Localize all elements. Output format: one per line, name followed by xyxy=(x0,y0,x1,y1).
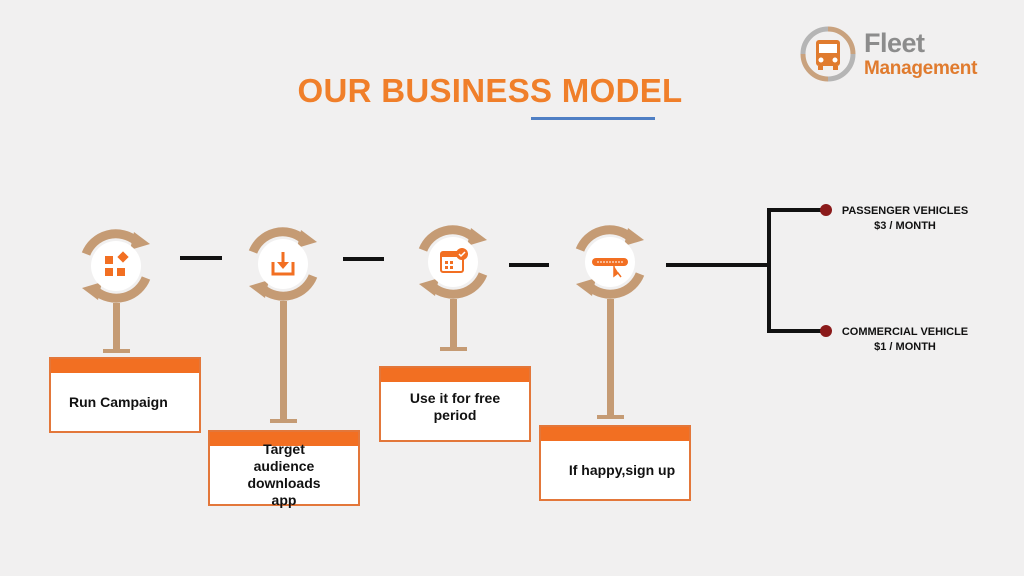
pricing-commercial: COMMERCIAL VEHICLE $1 / MONTH xyxy=(835,325,975,355)
step-4-label: If happy,sign up xyxy=(568,461,676,478)
step-1-card: Run Campaign xyxy=(49,357,201,433)
step-1-label: Run Campaign xyxy=(69,393,168,410)
pricing-branch xyxy=(666,204,832,337)
truck-cycle-icon xyxy=(800,26,856,82)
step-3-node xyxy=(419,228,487,351)
pricing-commercial-title: COMMERCIAL VEHICLE xyxy=(841,326,969,338)
step-2-label: Target audience downloads app xyxy=(247,441,321,508)
pricing-commercial-price: $1 / MONTH xyxy=(874,341,936,353)
download-icon xyxy=(271,252,295,276)
pricing-passenger-title: PASSENGER VEHICLES xyxy=(841,205,969,217)
logo-line1: Fleet xyxy=(864,28,925,58)
calendar-check-icon xyxy=(440,248,468,273)
step-4-card: If happy,sign up xyxy=(539,425,691,501)
step-4-node xyxy=(576,228,644,419)
card-header-bar xyxy=(381,368,529,382)
title-underline xyxy=(531,117,655,120)
subscribe-button-icon xyxy=(592,258,628,278)
page-title: OUR BUSINESS MODEL xyxy=(297,72,683,109)
pricing-passenger-price: $3 / MONTH xyxy=(874,220,936,232)
step-3-label: Use it for free period xyxy=(409,390,501,423)
step-2-node xyxy=(249,230,317,423)
step-1-node xyxy=(82,232,150,353)
step-connectors xyxy=(180,256,549,267)
fleet-management-logo: Fleet Management xyxy=(798,24,998,84)
pricing-passenger: PASSENGER VEHICLES $3 / MONTH xyxy=(835,204,975,234)
step-2-card: Target audience downloads app xyxy=(208,430,360,508)
card-header-bar xyxy=(541,427,689,441)
card-header-bar xyxy=(51,359,199,373)
logo-line2: Management xyxy=(864,58,978,79)
step-3-card: Use it for free period xyxy=(379,366,531,442)
card-header-bar xyxy=(210,432,358,446)
